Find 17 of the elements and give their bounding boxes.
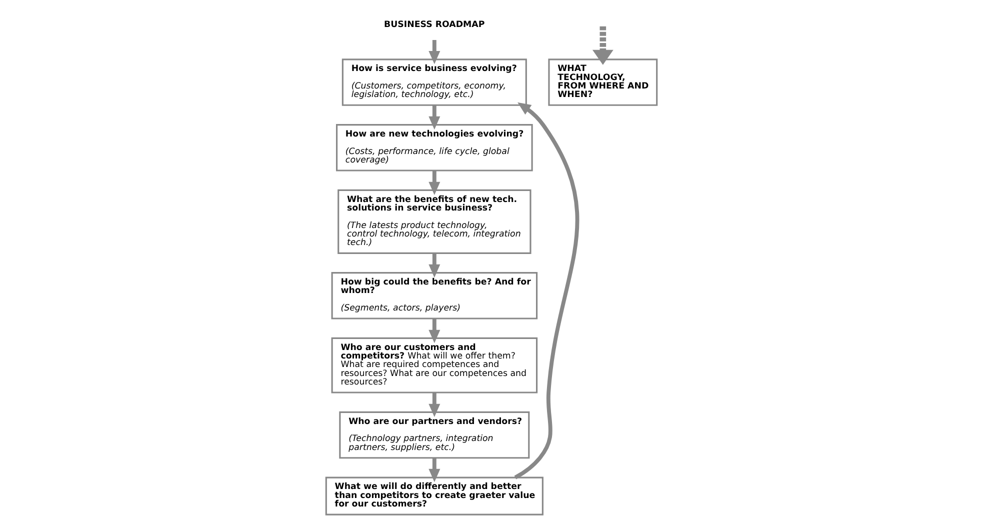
node-box: What are the benefits of new tech. solutions in service business? (The latests product technology, control technology, telecom, integration tech.) — [338, 189, 532, 254]
arrow — [428, 458, 440, 482]
node-box: How are new technologies evolving? (Costs, performance, life cycle, global coverage) — [336, 124, 533, 172]
node-box: What we will do differently and better than competitors to create graeter value for our customers? — [325, 476, 544, 516]
node-box: How big could the benefits be? And for whom? (Segments, actors, players) — [331, 272, 538, 320]
arrow — [428, 105, 440, 130]
node-box: How is service business evolving? (Customers, competitors, economy, legislation, technology, etc.) — [342, 58, 527, 106]
arrow — [428, 318, 440, 344]
node-box: Who are our partners and vendors? (Technology partners, integration partners, suppliers, etc.) — [339, 411, 530, 459]
arrow — [592, 26, 614, 65]
arrow — [428, 253, 440, 278]
node-box: WHAT TECHNOLOGY, FROM WHERE AND WHEN? — [548, 58, 658, 106]
node-text: BUSINESS ROADMAP — [384, 20, 485, 30]
arrow — [428, 392, 440, 418]
node-box: Who are our customers and competitors? What will we offer them? What are required competences and resources? What are our competences and resources? — [331, 337, 538, 394]
arrow — [428, 40, 440, 64]
arrow — [428, 170, 440, 195]
